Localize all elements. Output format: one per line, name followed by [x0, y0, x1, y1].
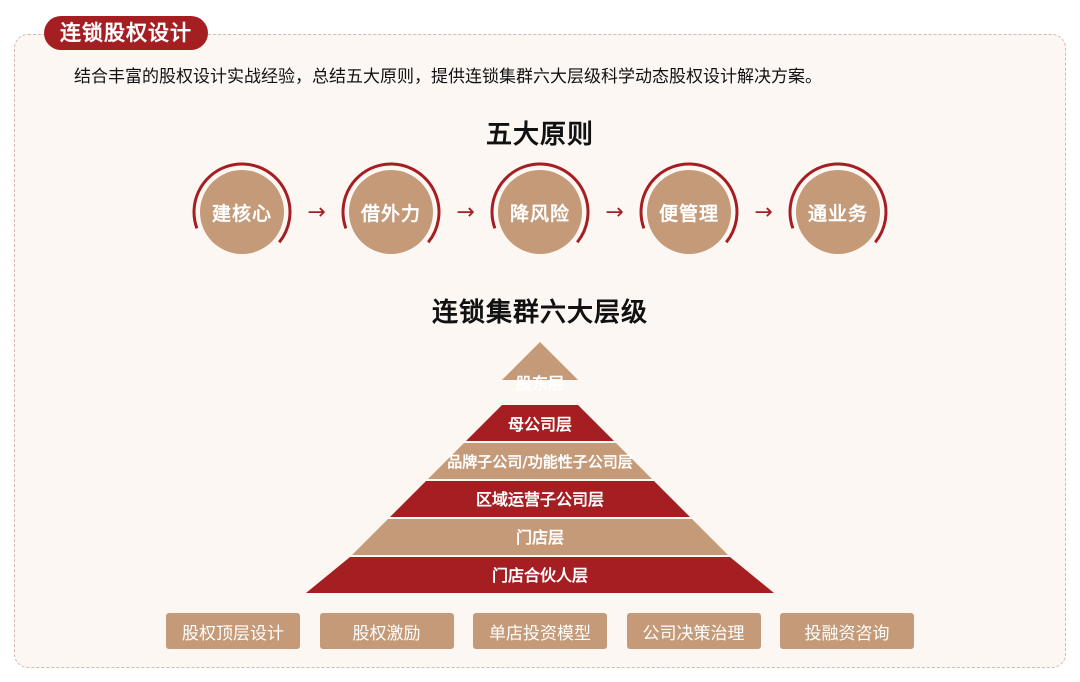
pyramid-layer-label: 品牌子公司/功能性子公司层: [447, 453, 632, 471]
principle-item: 通业务: [786, 160, 890, 264]
pyramid-layer: [428, 443, 652, 479]
service-tag: 股权激励: [319, 613, 454, 649]
pyramid-layer: [466, 405, 614, 441]
ring-icon: [639, 162, 739, 262]
principle-label: 降风险: [498, 170, 582, 254]
principles-row: 建核心 → 借外力 → 降风险 → 便管理 → 通业务: [190, 160, 890, 264]
pyramid-layer-label: 门店合伙人层: [492, 566, 588, 585]
pyramid-layer-label: 股东层: [516, 374, 564, 393]
principle-item: 便管理: [637, 160, 741, 264]
principle-label: 通业务: [796, 170, 880, 254]
principle-item: 建核心: [190, 160, 294, 264]
service-tag: 投融资咨询: [780, 613, 914, 649]
page-title-tag: 连锁股权设计: [44, 16, 208, 50]
pyramid-layer: [352, 519, 728, 555]
pyramid-layer-label: 母公司层: [508, 415, 572, 434]
pyramid-layer: [390, 481, 690, 517]
ring-icon: [490, 162, 590, 262]
service-tag: 公司决策治理: [626, 613, 761, 649]
service-tag: 单店投资模型: [473, 613, 607, 649]
service-tag: 股权顶层设计: [166, 613, 300, 649]
pyramid-layer: [502, 342, 578, 380]
service-tags: 股权顶层设计 股权激励 单店投资模型 公司决策治理 投融资咨询: [166, 613, 914, 649]
principle-label: 建核心: [200, 170, 284, 254]
principle-label: 借外力: [349, 170, 433, 254]
ring-icon: [788, 162, 888, 262]
principle-item: 降风险: [488, 160, 592, 264]
levels-title: 连锁集群六大层级: [431, 298, 648, 328]
intro-text: 结合丰富的股权设计实战经验，总结五大原则，提供连锁集群六大层级科学动态股权设计解…: [74, 67, 822, 87]
levels-pyramid: 股东层 母公司层 品牌子公司/功能性子公司层 区域运营子公司层 门店层 门店合伙…: [306, 342, 774, 593]
principle-item: 借外力: [339, 160, 443, 264]
arrow-right-icon: →: [307, 199, 326, 225]
principles-title: 五大原则: [485, 120, 594, 150]
arrow-right-icon: →: [754, 199, 773, 225]
principle-label: 便管理: [647, 170, 731, 254]
ring-icon: [192, 162, 292, 262]
arrow-right-icon: →: [456, 199, 475, 225]
ring-icon: [341, 162, 441, 262]
arrow-right-icon: →: [605, 199, 624, 225]
pyramid-layer: [306, 557, 774, 593]
pyramid-layer-label: 门店层: [516, 528, 564, 547]
pyramid-layer-label: 区域运营子公司层: [476, 490, 604, 509]
